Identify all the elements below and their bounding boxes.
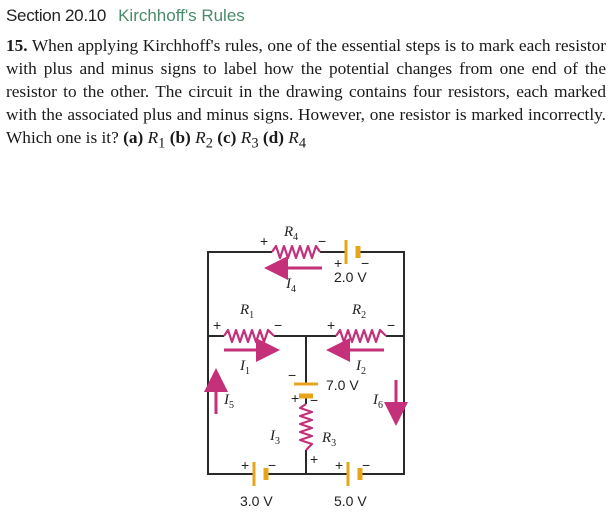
label-i5: I5 [223,392,234,411]
choice-b: (b) R2 [169,128,213,152]
problem-number: 15. [6,36,28,55]
battery-top-minus: − [361,255,369,271]
r2-minus-sign: − [387,317,395,333]
r3-minus-sign: − [310,392,318,408]
battery-right-minus: − [362,457,370,473]
r2-plus-sign: + [327,317,335,333]
battery-left [252,462,269,486]
battery-right-voltage: 5.0 V [334,493,367,509]
label-i3: I3 [269,428,280,447]
battery-right-plus: + [335,457,343,473]
resistor-r4 [271,244,321,260]
battery-top-plus: + [334,255,342,271]
wire-top-right [358,251,405,336]
label-r4: R4 [283,224,298,243]
r3-plus-sign: + [310,451,318,467]
label-r3: R3 [321,430,336,449]
battery-left-plus: + [241,457,249,473]
section-label: Section 20.10 [6,6,107,25]
battery-right [346,462,363,486]
label-i6: I6 [372,392,383,411]
battery-mid-plus: + [291,390,299,406]
resistor-r2 [335,328,387,344]
section-header: Section 20.10 Kirchhoff's Rules [6,3,606,29]
battery-middle [294,382,318,399]
r4-minus-sign: − [318,233,326,249]
resistor-r1 [223,328,275,344]
label-i1: I1 [239,358,250,377]
problem-statement: 15. When applying Kirchhoff's rules, one… [6,34,606,155]
battery-top [344,240,361,264]
battery-mid-minus: − [288,367,296,383]
label-r2: R2 [351,302,366,321]
choice-a: (a) R1 [123,128,166,152]
r1-minus-sign: − [274,317,282,333]
choice-c: (c) R3 [217,128,259,152]
problem-text: When applying Kirchhoff's rules, one of … [6,36,606,147]
label-i2: I2 [355,358,366,377]
resistor-r3 [298,403,314,451]
choice-d: (d) R4 [262,128,307,152]
circuit-wires [207,251,405,475]
label-i4: I4 [285,276,296,295]
wire-top-left [207,251,272,336]
wire-right-outer [360,336,405,475]
label-r1: R1 [239,302,254,321]
battery-mid-voltage: 7.0 V [326,377,359,393]
section-title: Kirchhoff's Rules [118,6,245,25]
r1-plus-sign: + [213,317,221,333]
battery-top-voltage: 2.0 V [334,269,367,285]
battery-left-voltage: 3.0 V [240,493,273,509]
r4-plus-sign: + [260,233,268,249]
battery-left-minus: − [268,457,276,473]
